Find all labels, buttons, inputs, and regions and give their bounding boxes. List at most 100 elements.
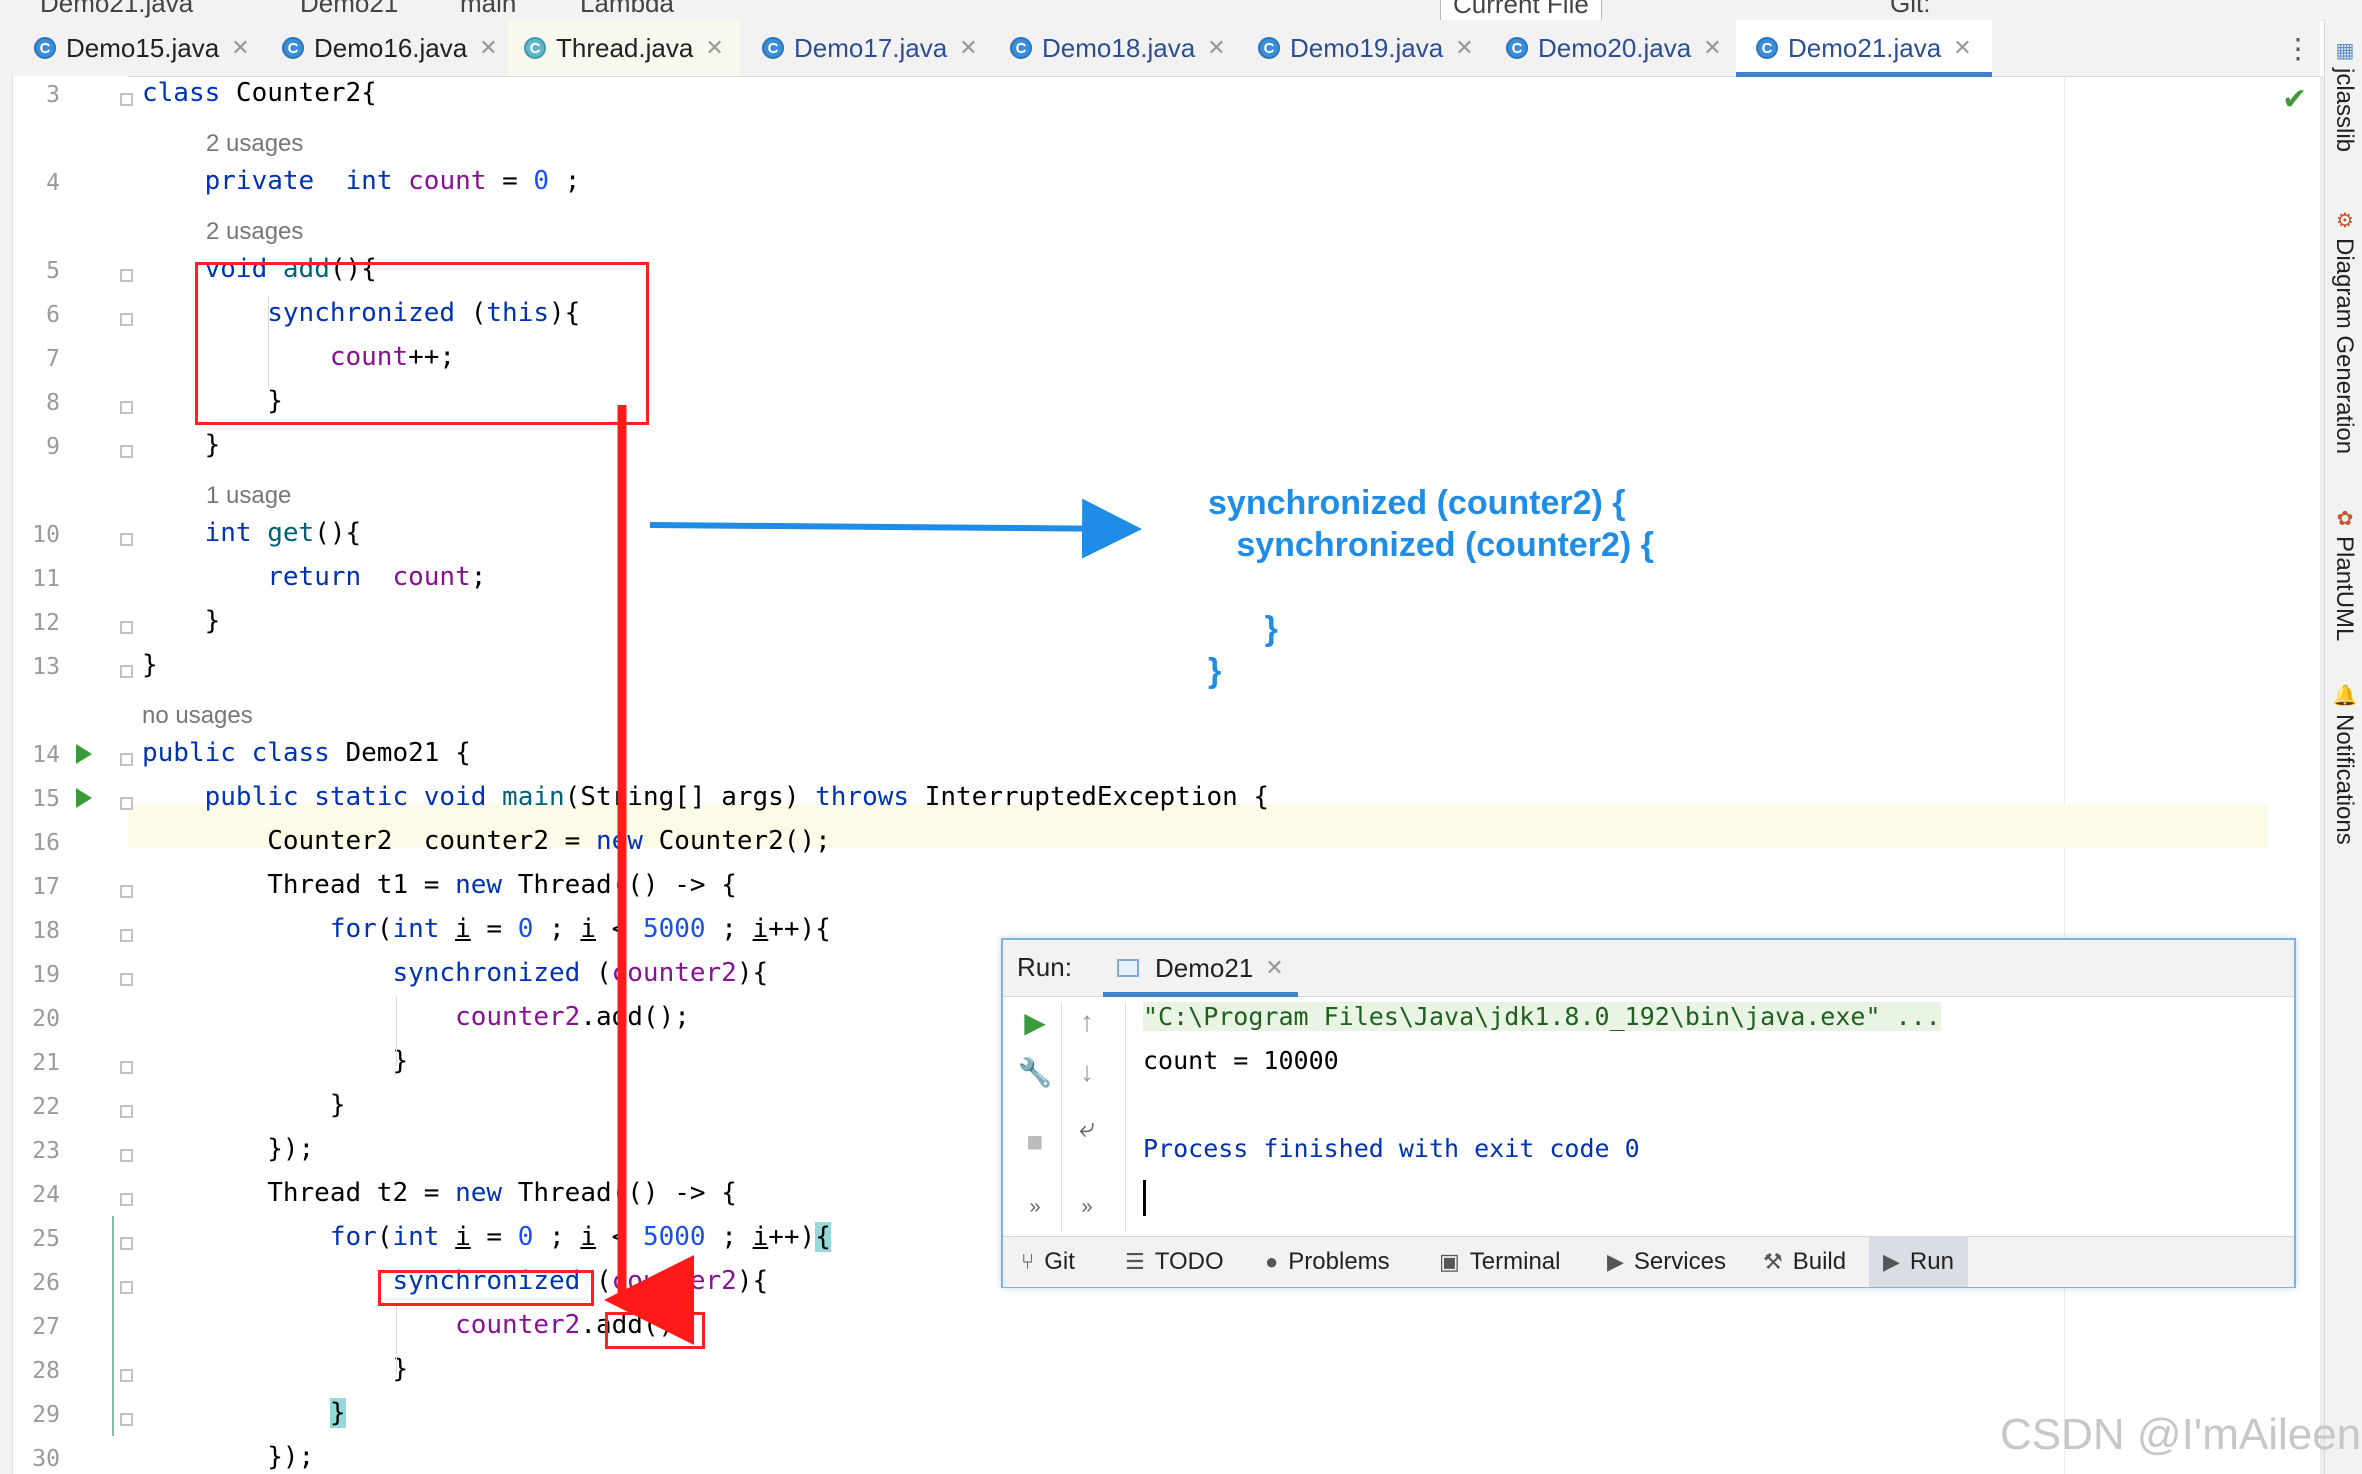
line-number: 21	[32, 1050, 60, 1076]
line-number: 6	[46, 302, 60, 328]
usage-hint[interactable]: 2 usages	[206, 130, 304, 157]
fold-icon[interactable]	[120, 401, 133, 414]
fold-icon[interactable]	[120, 885, 133, 898]
console-line: count = 10000	[1143, 1046, 1339, 1075]
code-editor[interactable]: 3 class Counter2{ 2 usages 4 private int…	[0, 76, 2320, 1474]
fold-icon[interactable]	[120, 313, 133, 326]
code-line: synchronized (this){	[267, 298, 581, 328]
usage-hint[interactable]: 1 usage	[206, 482, 292, 509]
run-config-selector[interactable]: Current File	[1440, 0, 1602, 20]
vcs-change-marker[interactable]	[112, 1216, 114, 1436]
close-icon[interactable]: ✕	[1953, 35, 1972, 60]
sidebar-item-notifications[interactable]: 🔔Notifications	[2325, 684, 2362, 845]
close-icon[interactable]: ✕	[479, 35, 498, 60]
fold-icon[interactable]	[120, 1061, 133, 1074]
console-output[interactable]: "C:\Program Files\Java\jdk1.8.0_192\bin\…	[1143, 1000, 2283, 1220]
line-number: 14	[32, 742, 60, 768]
fold-icon[interactable]	[120, 929, 133, 942]
close-icon[interactable]: ✕	[1207, 35, 1226, 60]
close-icon[interactable]: ✕	[231, 35, 250, 60]
plantuml-icon: ✿	[2333, 506, 2355, 530]
breadcrumb-item[interactable]: Demo21	[300, 0, 399, 18]
fold-icon[interactable]	[120, 93, 133, 106]
run-gutter-icon[interactable]	[76, 744, 92, 764]
arrow-down-icon[interactable]: ↓	[1080, 1056, 1094, 1087]
run-tool-button[interactable]: ▶Run	[1869, 1237, 1968, 1287]
fold-icon[interactable]	[120, 973, 133, 986]
run-icon[interactable]: ▶	[1024, 1007, 1046, 1038]
code-line: Thread t2 = new Thread(() -> {	[142, 1178, 737, 1208]
fold-icon[interactable]	[120, 445, 133, 458]
fold-icon[interactable]	[120, 269, 133, 282]
more-icon[interactable]: »	[1029, 1196, 1041, 1218]
fold-icon[interactable]	[120, 665, 133, 678]
code-line: }	[142, 1046, 409, 1076]
tab-overflow-menu[interactable]: ⋮	[2284, 32, 2312, 64]
close-icon[interactable]: ✕	[1455, 35, 1474, 60]
usage-hint[interactable]: 2 usages	[206, 218, 304, 245]
fold-icon[interactable]	[120, 797, 133, 810]
usage-hint[interactable]: no usages	[142, 702, 253, 729]
breadcrumb-item[interactable]: Demo21.java	[40, 0, 194, 18]
close-icon[interactable]: ✕	[705, 35, 724, 60]
close-icon[interactable]: ✕	[1265, 955, 1284, 980]
console-command-line[interactable]: "C:\Program Files\Java\jdk1.8.0_192\bin\…	[1143, 1002, 1941, 1031]
fold-icon[interactable]	[120, 1369, 133, 1382]
run-tool-window[interactable]: Run: Demo21 ✕ ▶ ↑ 🔧 ↓ ■ ⤶ » » "C:\Progra…	[1001, 938, 2296, 1288]
tab-label: Demo19.java	[1290, 32, 1444, 63]
fold-icon[interactable]	[120, 1149, 133, 1162]
terminal-tool-button[interactable]: ▣Terminal	[1439, 1237, 1561, 1287]
services-tool-button[interactable]: ▶Services	[1607, 1237, 1726, 1287]
git-tool-button[interactable]: ⑂Git	[1021, 1237, 1075, 1287]
code-line: public class Demo21 {	[142, 738, 471, 768]
fold-icon[interactable]	[120, 1193, 133, 1206]
indent-guide	[268, 296, 269, 386]
arrow-up-icon[interactable]: ↑	[1080, 1006, 1094, 1037]
breadcrumb-item[interactable]: main	[460, 0, 517, 18]
fold-icon[interactable]	[120, 621, 133, 634]
sidebar-item-plantuml[interactable]: ✿PlantUML	[2325, 506, 2362, 641]
line-number: 23	[32, 1138, 60, 1164]
run-gutter-icon[interactable]	[76, 788, 92, 808]
run-tab-label: Demo21	[1155, 952, 1254, 983]
java-class-icon: C	[1756, 37, 1778, 59]
tab-label: Demo16.java	[314, 32, 468, 63]
fold-icon[interactable]	[120, 753, 133, 766]
more-icon[interactable]: »	[1081, 1196, 1093, 1218]
stop-icon[interactable]: ■	[1026, 1126, 1044, 1157]
editor-scrollbar[interactable]	[2320, 76, 2324, 1474]
code-line: });	[142, 1442, 315, 1472]
fold-icon[interactable]	[120, 1413, 133, 1426]
todo-tool-button[interactable]: ☰TODO	[1125, 1237, 1224, 1287]
sidebar-label: Diagram Generation	[2331, 238, 2358, 455]
close-icon[interactable]: ✕	[959, 35, 978, 60]
soft-wrap-icon[interactable]: ⤶	[1079, 1112, 1095, 1143]
sidebar-item-jclasslib[interactable]: ▦jclasslib	[2325, 38, 2362, 152]
text-caret	[1143, 1180, 1146, 1216]
problems-tool-button[interactable]: ●Problems	[1265, 1237, 1390, 1287]
code-line: counter2.add();	[455, 1002, 690, 1032]
breadcrumb-item[interactable]: Lambda	[580, 0, 674, 18]
fold-icon[interactable]	[120, 1105, 133, 1118]
run-tab-demo21[interactable]: Demo21 ✕	[1103, 940, 1298, 997]
fold-icon[interactable]	[120, 1281, 133, 1294]
build-tool-button[interactable]: ⚒Build	[1763, 1237, 1846, 1287]
right-tool-sidebar: ▦jclasslib ⚙Diagram Generation ✿PlantUML…	[2324, 20, 2362, 1474]
close-icon[interactable]: ✕	[1703, 35, 1722, 60]
wrench-icon[interactable]: 🔧	[1017, 1057, 1053, 1088]
inspection-ok-icon[interactable]: ✔	[2282, 83, 2308, 116]
fold-icon[interactable]	[120, 1237, 133, 1250]
fold-icon[interactable]	[120, 533, 133, 546]
sidebar-item-diagram-generation[interactable]: ⚙Diagram Generation	[2325, 208, 2362, 454]
services-icon: ▶	[1607, 1249, 1624, 1274]
current-line-highlight	[128, 804, 2268, 848]
